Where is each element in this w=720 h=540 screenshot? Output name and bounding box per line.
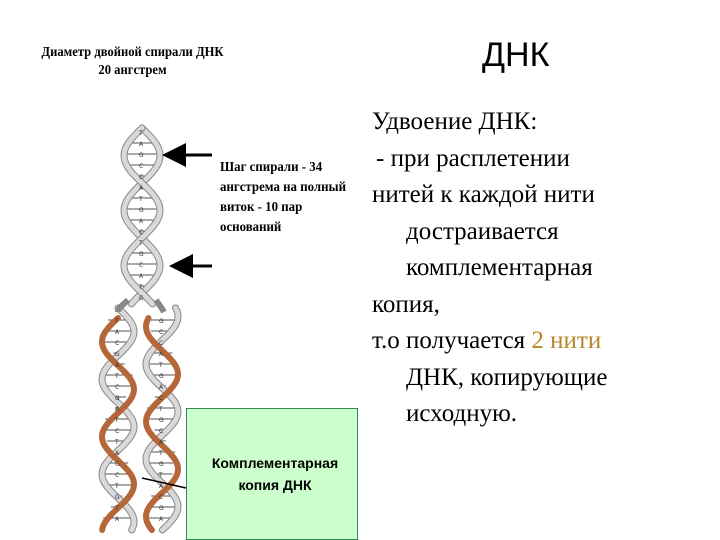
base-letter: C	[159, 428, 163, 435]
base-letter: A	[159, 483, 164, 490]
text-line: комплементарная	[406, 254, 593, 281]
explanation-text: Удвоение ДНК: - при расплетении нитей к …	[372, 104, 712, 433]
base-letter: T	[138, 284, 143, 291]
base-letter: A	[159, 516, 164, 523]
base-letter: A	[159, 384, 164, 391]
base-letter: G	[159, 318, 164, 325]
text-line: копия,	[372, 290, 440, 318]
fork-strand	[115, 297, 131, 313]
text-line: достраивается	[406, 217, 559, 245]
text-line: ДНК, копирующие	[406, 363, 608, 391]
base-letter: A	[115, 450, 120, 457]
base-letter: G	[159, 461, 164, 468]
base-letter: A	[159, 351, 164, 358]
base-letter: A	[115, 329, 120, 336]
base-letter: A	[139, 141, 144, 148]
base-letter: C	[115, 384, 119, 391]
base-letter: T	[114, 373, 119, 380]
base-letter: G	[159, 417, 164, 424]
text-line: - при расплетении	[376, 144, 570, 172]
base-letter: T	[138, 240, 143, 247]
pitch-caption-line: Шаг спирали - 34	[220, 160, 323, 175]
diameter-caption: Диаметр двойной спирали ДНК 20 ангстрем	[38, 44, 227, 80]
slide-title: ДНК	[482, 36, 550, 74]
text-line: Удвоение ДНК:	[372, 108, 538, 135]
original-strand	[121, 125, 163, 307]
base-letter: C	[115, 472, 119, 479]
base-letter: T	[138, 130, 143, 137]
base-letter: A	[139, 185, 144, 192]
new-complementary-strand	[98, 315, 138, 533]
base-letter: A	[115, 362, 120, 369]
base-letter: T	[114, 439, 119, 446]
complementary-pointer-line	[141, 477, 187, 489]
complementary-label-line: копия ДНК	[238, 477, 312, 493]
base-letter: G	[159, 373, 164, 380]
base-letter: T	[158, 406, 163, 413]
base-letter: G	[139, 152, 144, 159]
base-letter: C	[115, 340, 119, 347]
base-letter: G	[139, 295, 144, 302]
diameter-caption-line: Диаметр двойной спирали ДНК	[41, 45, 224, 60]
base-letter: G	[139, 251, 144, 258]
base-letter: G	[159, 505, 164, 512]
pitch-caption-line: виток - 10 пар	[220, 200, 303, 215]
base-letter: A	[159, 439, 164, 446]
original-strand	[121, 125, 163, 307]
base-letter: A	[115, 516, 120, 523]
base-letter: C	[139, 262, 143, 269]
base-letter: C	[159, 395, 163, 402]
base-letter: T	[138, 196, 143, 203]
base-letter: C	[159, 329, 163, 336]
base-letter: A	[139, 218, 144, 225]
base-letter: C	[159, 340, 163, 347]
text-line-part: т.о получается	[372, 327, 532, 354]
new-complementary-strand	[142, 315, 182, 533]
complementary-label-line: Комплементарная	[211, 455, 339, 471]
base-letter: T	[158, 472, 163, 479]
base-letter: T	[158, 450, 163, 457]
base-letter: G	[139, 207, 144, 214]
base-letter: G	[115, 395, 120, 402]
base-letters: TAGCCATGACTGCATGTACGATCGATCTAGCTGTAGCCAT…	[114, 130, 164, 523]
base-letter: G	[115, 494, 120, 501]
base-letter: C	[139, 229, 143, 236]
base-letter: T	[158, 362, 163, 369]
diameter-caption-line: 20 ангстрем	[98, 63, 167, 78]
base-letter: T	[114, 318, 119, 325]
text-line: исходную.	[406, 400, 517, 427]
base-letter: C	[115, 428, 119, 435]
base-letter: T	[114, 505, 119, 512]
base-letter: A	[139, 273, 144, 280]
dna-strands	[98, 124, 182, 534]
base-letter: C	[159, 494, 163, 501]
base-letter: G	[115, 351, 120, 358]
base-letter: C	[139, 163, 143, 170]
original-strand	[99, 305, 137, 533]
complementary-copy-label: Комплементарная копия ДНК	[186, 452, 364, 496]
base-letter: T	[114, 417, 119, 424]
pitch-caption: Шаг спирали - 34 ангстрема на полный вит…	[220, 158, 349, 238]
complementary-copy-box	[186, 408, 358, 540]
base-letter: G	[115, 461, 120, 468]
pitch-caption-line: ангстрема на полный	[220, 180, 347, 195]
base-letter: T	[114, 483, 119, 490]
fork-strand	[153, 298, 167, 314]
text-line: т.о получается 2 нити	[372, 323, 712, 360]
text-line: нитей к каждой нити	[372, 181, 595, 208]
pitch-caption-line: оснований	[220, 220, 282, 235]
base-letter: C	[139, 174, 143, 181]
base-letter: A	[115, 406, 120, 413]
highlight-two-strands: 2 нити	[531, 327, 602, 354]
